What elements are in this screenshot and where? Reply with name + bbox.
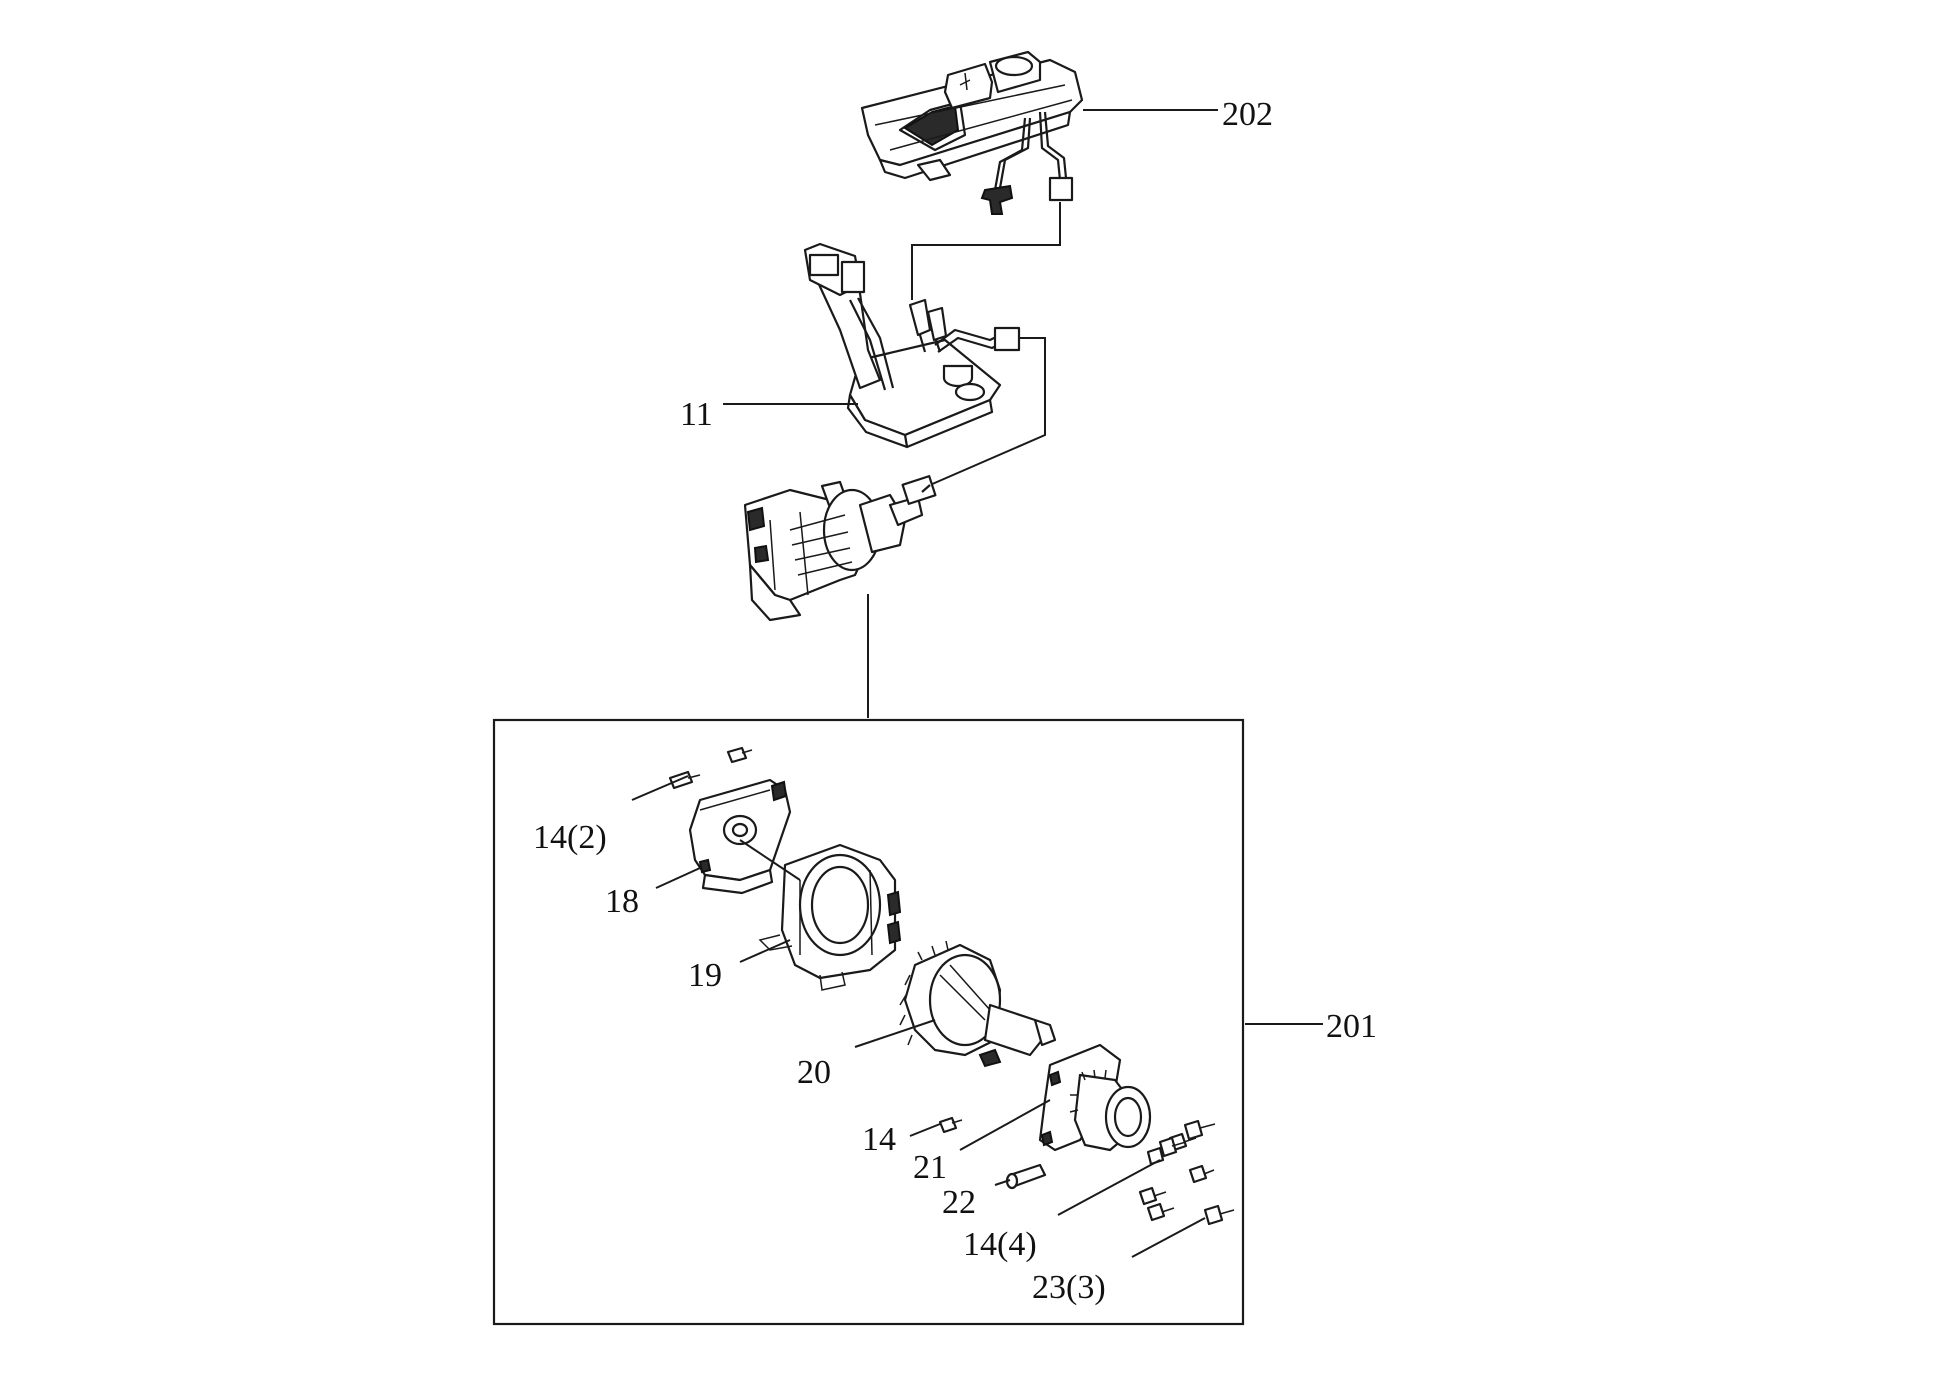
part-20-rotor <box>899 940 1057 1068</box>
part-22-pin <box>1005 1163 1047 1190</box>
motor-assembly <box>743 475 937 622</box>
callout-201: 201 <box>1326 1008 1377 1045</box>
callout-11: 11 <box>680 396 713 433</box>
callout-20: 20 <box>797 1054 831 1091</box>
leader-lines <box>631 109 1218 1258</box>
control-panel-assembly <box>860 50 1084 215</box>
screws-14-2 <box>668 746 753 790</box>
callout-14-4: 14(4) <box>963 1226 1037 1263</box>
connection-lines <box>911 202 1061 486</box>
subassembly-frame-201 <box>492 718 1245 1326</box>
callout-14-2: 14(2) <box>533 819 607 856</box>
part-21-front-flange <box>1038 1043 1152 1152</box>
part-18-rear-plate <box>688 778 792 895</box>
callout-23-3: 23(3) <box>1032 1269 1106 1306</box>
screws-14-4 <box>1138 1132 1215 1222</box>
callout-labels: 202 11 201 14(2) 18 19 20 14 21 22 14(4)… <box>533 96 1377 1306</box>
callout-19: 19 <box>688 957 722 994</box>
control-board-assembly <box>803 242 1021 449</box>
callout-21: 21 <box>913 1149 947 1186</box>
callout-14: 14 <box>862 1121 896 1158</box>
part-19-stator-housing <box>739 839 902 991</box>
callout-18: 18 <box>605 883 639 920</box>
callout-202: 202 <box>1222 96 1273 133</box>
callout-22: 22 <box>942 1184 976 1221</box>
screw-14 <box>938 1116 963 1134</box>
